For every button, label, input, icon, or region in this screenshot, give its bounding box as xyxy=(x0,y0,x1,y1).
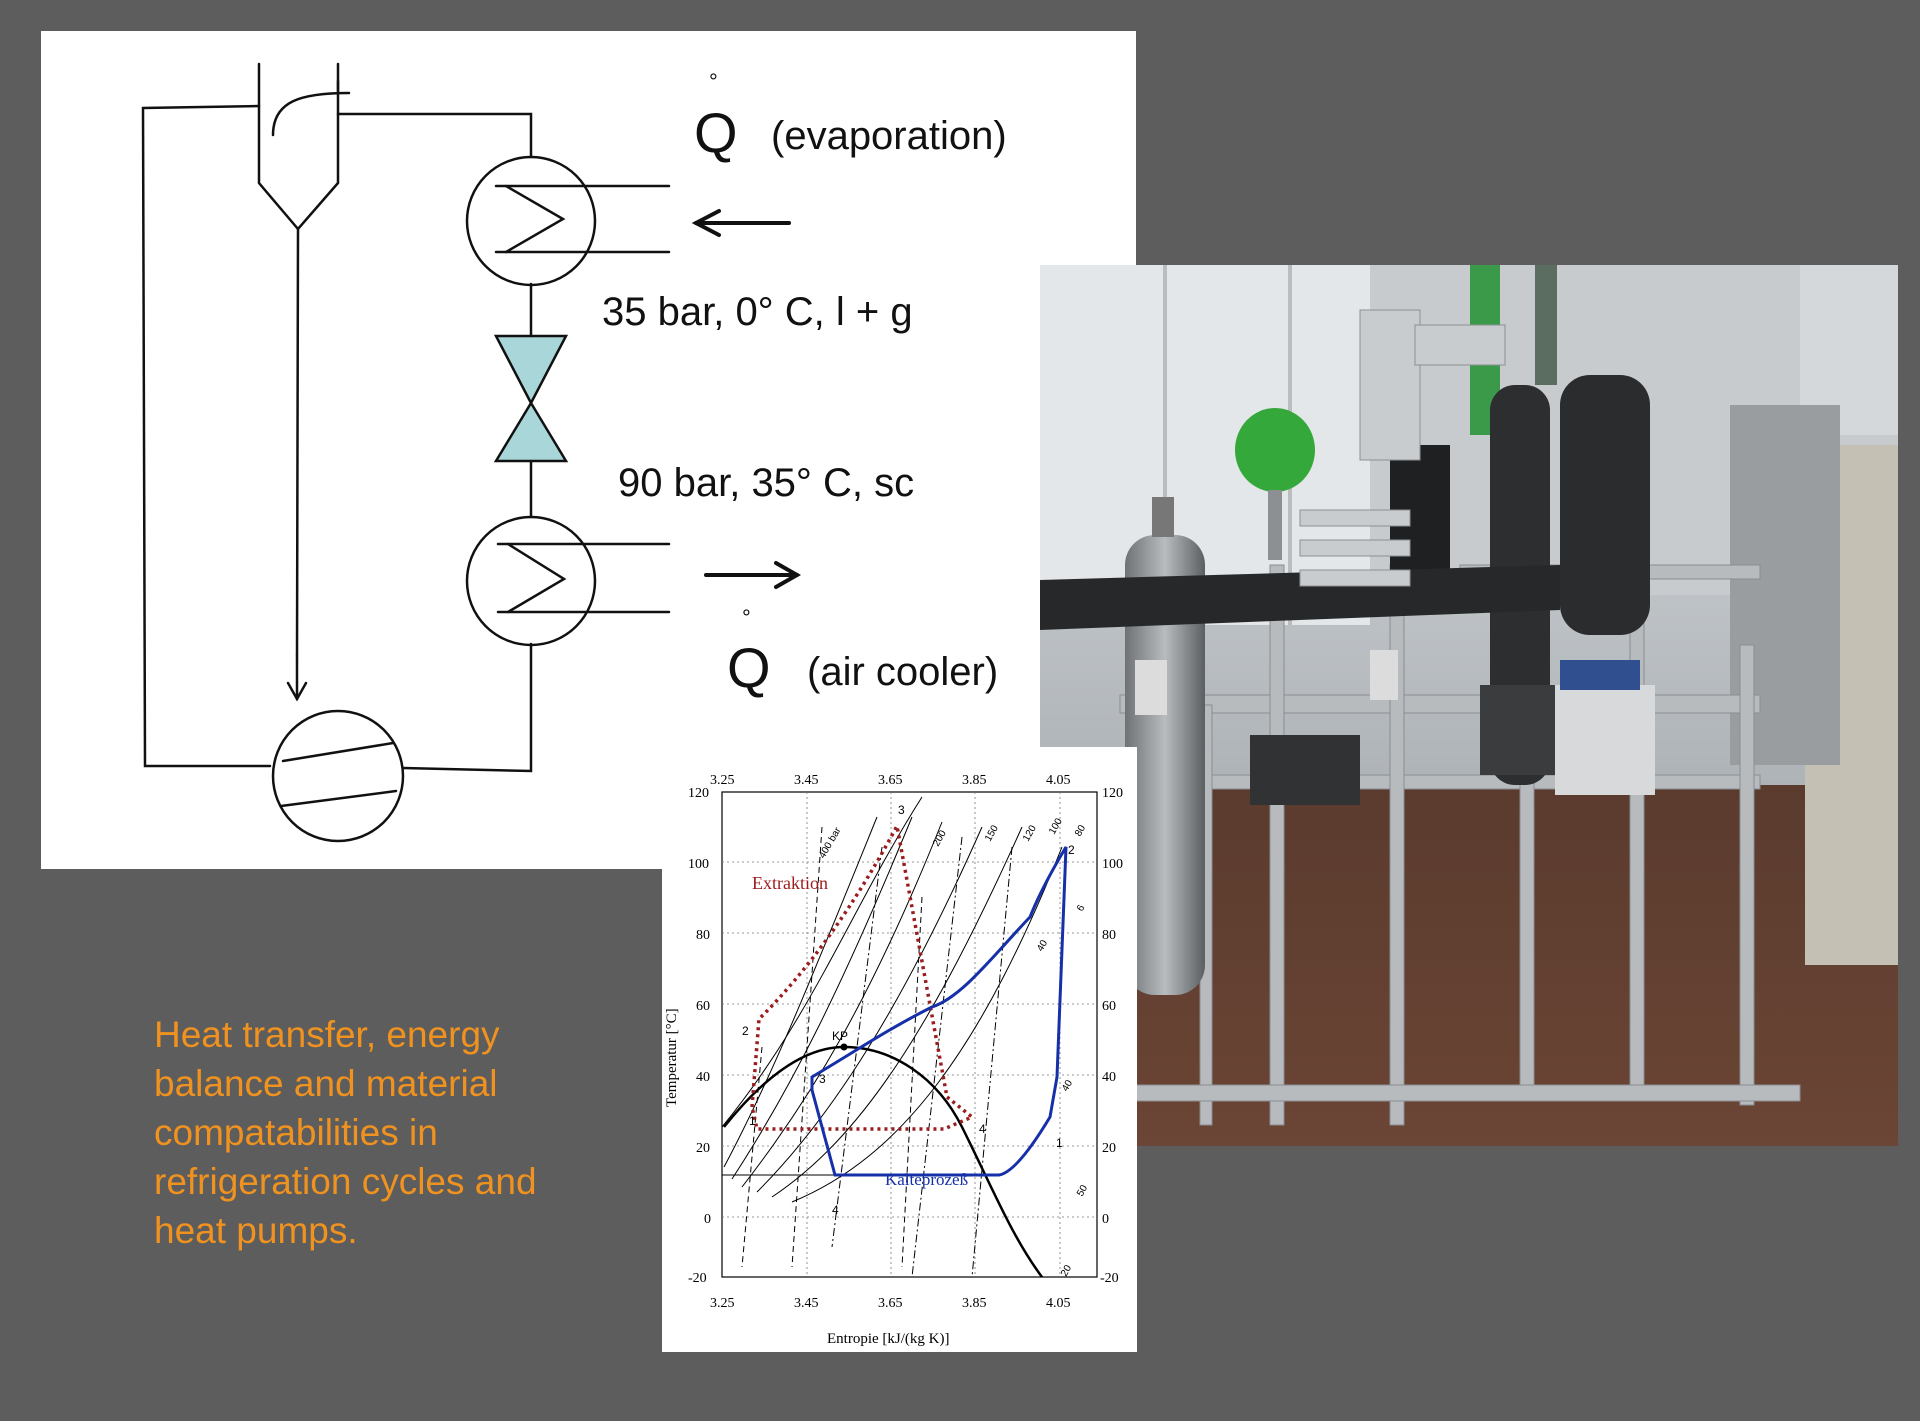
evaporator-exchanger-icon xyxy=(465,155,597,287)
isobar-label: 150 xyxy=(983,823,1001,843)
arrow-left-icon xyxy=(691,209,791,237)
isobar-label: 200 xyxy=(931,828,949,848)
extraction-cycle xyxy=(750,820,976,1131)
separator-dip-tube xyxy=(271,91,351,137)
caption-text: Heat transfer, energy balance and materi… xyxy=(154,1010,614,1255)
x-tick-bottom: 3.85 xyxy=(962,1296,987,1311)
cooling-label: Kälteprozeß xyxy=(885,1170,968,1189)
y-axis-label: Temperatur [°C] xyxy=(664,1008,680,1107)
red-point-4: 4 xyxy=(979,1122,986,1136)
low-pressure-state: 35 bar, 0° C, l + g xyxy=(602,290,913,334)
y-tick-left: 20 xyxy=(696,1141,710,1156)
expansion-valve-icon xyxy=(493,334,569,406)
isobar-line xyxy=(741,821,943,1188)
x-tick-top: 3.45 xyxy=(794,773,819,788)
q-evaporation-dot: ° xyxy=(709,69,718,94)
y-tick-left: 120 xyxy=(688,786,709,801)
misc-label: 50 xyxy=(1075,1183,1090,1199)
isobar-line xyxy=(723,816,878,1168)
y-tick-right: 60 xyxy=(1102,999,1116,1014)
saturation-dome xyxy=(723,1045,1044,1278)
red-point-1: 1 xyxy=(749,1114,756,1128)
pipe-left-loop xyxy=(141,104,272,768)
isobar-line xyxy=(731,816,913,1180)
misc-label: 40 xyxy=(1060,1078,1075,1094)
x-tick-bottom: 3.65 xyxy=(878,1296,903,1311)
red-point-2: 2 xyxy=(742,1024,749,1038)
test-rig-illustration xyxy=(1040,265,1898,1146)
x-tick-top: 3.85 xyxy=(962,773,987,788)
pipe-suction xyxy=(336,112,533,159)
ts-diagram: 3.25 3.45 3.65 3.85 4.05 3.25 3.45 3.65 … xyxy=(662,747,1137,1352)
isobar-line xyxy=(791,846,1063,1203)
red-point-3: 3 xyxy=(898,803,905,817)
y-tick-left: 80 xyxy=(696,928,710,943)
y-tick-right: 80 xyxy=(1102,928,1116,943)
critical-point-label: KP xyxy=(832,1029,848,1043)
y-tick-left: -20 xyxy=(688,1271,707,1286)
y-tick-right: 20 xyxy=(1102,1141,1116,1156)
x-tick-top: 3.25 xyxy=(710,773,735,788)
y-tick-right: 120 xyxy=(1102,786,1123,801)
blue-point-4: 4 xyxy=(832,1203,839,1217)
extraction-label: Extraktion xyxy=(752,873,828,893)
blue-point-2: 2 xyxy=(1068,843,1075,857)
cooling-cycle xyxy=(810,846,1068,1177)
isobar-line xyxy=(721,796,923,1128)
y-tick-left: 40 xyxy=(696,1070,710,1085)
blue-point-3: 3 xyxy=(819,1072,826,1086)
isobar-label: 120 xyxy=(1021,823,1039,843)
x-axis-label: Entropie [kJ/(kg K)] xyxy=(827,1331,949,1347)
high-pressure-state: 90 bar, 35° C, sc xyxy=(618,461,914,505)
air-cooler-label: (air cooler) xyxy=(807,650,998,694)
air-cooler-exchanger-icon xyxy=(465,515,597,647)
caption-line: balance and material xyxy=(154,1063,498,1104)
pipe-liquid-line xyxy=(295,227,300,658)
isobar-label: 20 xyxy=(1059,1263,1074,1279)
y-tick-left: 60 xyxy=(696,999,710,1014)
blue-point-1: 1 xyxy=(1056,1136,1063,1150)
x-tick-bottom: 4.05 xyxy=(1046,1296,1071,1311)
pipe-discharge xyxy=(401,642,533,773)
cycle-schematic: ° Q (evaporation) 35 bar, 0° C, l + g 90… xyxy=(41,31,1136,869)
evaporation-label: (evaporation) xyxy=(771,114,1007,158)
ts-diagram-chart: 3.25 3.45 3.65 3.85 4.05 3.25 3.45 3.65 … xyxy=(664,773,1123,1347)
caption-line: compatabilities in xyxy=(154,1112,438,1153)
q-air-cooler-symbol: Q xyxy=(727,636,771,699)
plot-frame xyxy=(721,791,1098,1278)
compressor-icon xyxy=(271,709,405,843)
caption-line: Heat transfer, energy xyxy=(154,1014,500,1055)
q-evaporation-symbol: Q xyxy=(694,101,738,164)
y-tick-left: 100 xyxy=(688,857,709,872)
critical-point-marker xyxy=(840,1043,848,1051)
caption-line: refrigeration cycles and xyxy=(154,1161,537,1202)
isobar-label: 40 xyxy=(1035,938,1050,954)
x-tick-top: 3.65 xyxy=(878,773,903,788)
isobar-line xyxy=(771,826,1023,1198)
y-tick-left: 0 xyxy=(704,1212,711,1227)
y-tick-right: 100 xyxy=(1102,857,1123,872)
y-tick-right: 40 xyxy=(1102,1070,1116,1085)
separator-vessel xyxy=(257,62,340,231)
x-tick-bottom: 3.45 xyxy=(794,1296,819,1311)
schematic-drawing: ° Q (evaporation) 35 bar, 0° C, l + g 90… xyxy=(141,62,1007,843)
misc-label: 6 xyxy=(1075,903,1088,914)
x-tick-bottom: 3.25 xyxy=(710,1296,735,1311)
y-tick-right: 0 xyxy=(1102,1212,1109,1227)
isobar-label: 80 xyxy=(1073,823,1088,839)
test-rig-photo xyxy=(1040,265,1898,1146)
isobar-label: 100 xyxy=(1047,816,1065,836)
arrow-right-icon xyxy=(704,561,802,589)
x-tick-top: 4.05 xyxy=(1046,773,1071,788)
q-air-cooler-dot: ° xyxy=(742,605,751,630)
y-tick-right: -20 xyxy=(1100,1271,1119,1286)
caption-line: heat pumps. xyxy=(154,1210,358,1251)
